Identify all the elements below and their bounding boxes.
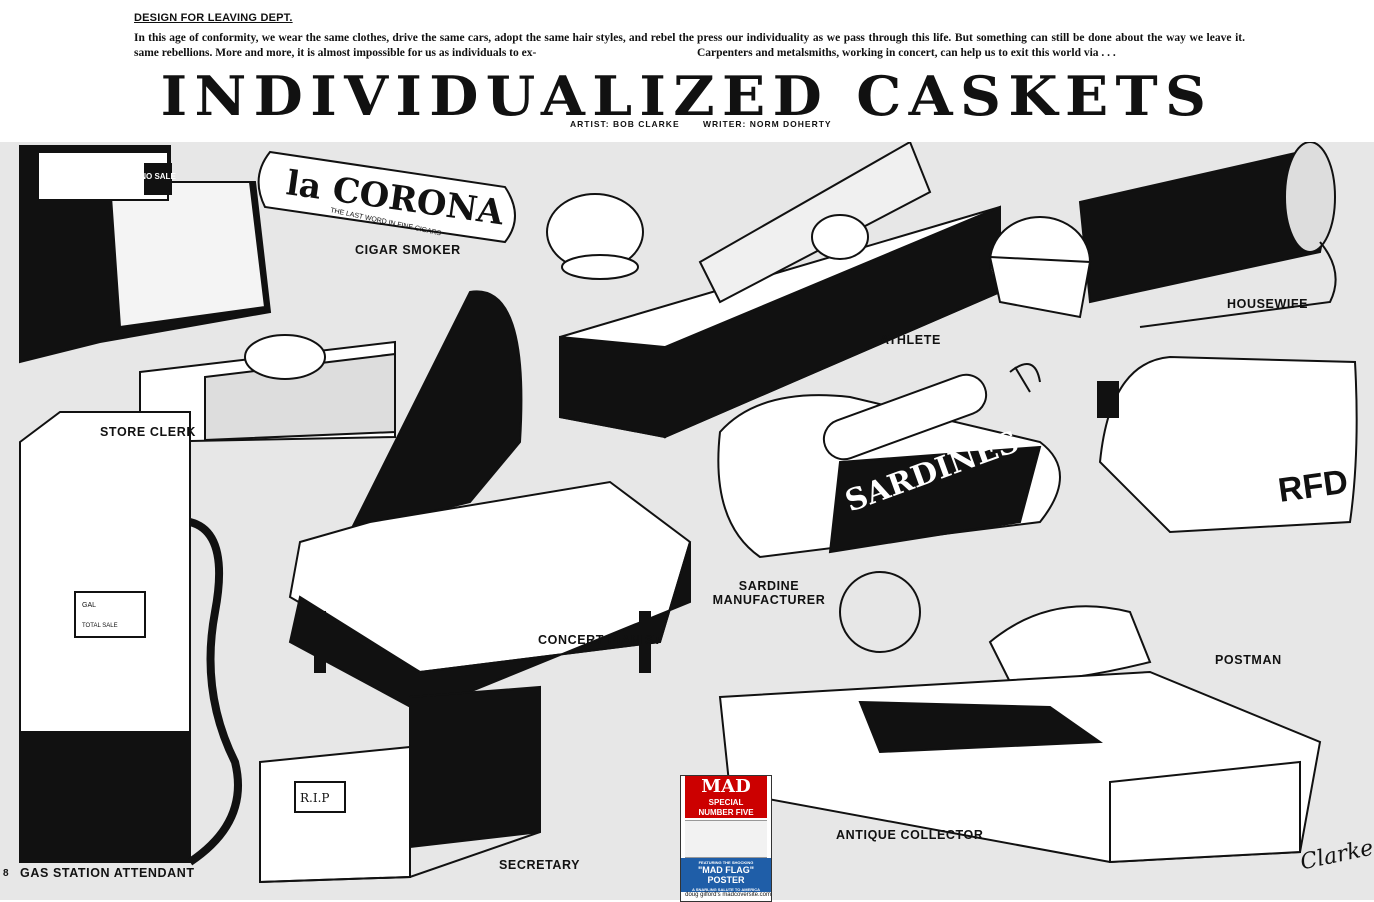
writer-credit: WRITER: NORM DOHERTY [702, 119, 832, 129]
sardine-can-casket: SARDINES [717, 363, 1061, 559]
cover-faces-illustration [685, 820, 767, 858]
illustration-panel: NO SALE la CORONA THE LAST WORD IN FINE … [0, 142, 1374, 900]
vacuum-casket [988, 142, 1337, 328]
file-cabinet-casket: R.I.P [259, 685, 541, 884]
label-postman: POSTMAN [1215, 653, 1282, 667]
locker-casket [559, 142, 1001, 439]
cover-issue-number: NUMBER FIVE [698, 808, 754, 817]
article-title: INDIVIDUALIZED CASKETS [160, 64, 1214, 128]
intro-text-right: press our individuality as we pass throu… [697, 32, 1245, 59]
total-sale-label: TOTAL SALE [82, 623, 118, 629]
cover-featuring: FEATURING THE SHOCKING [698, 860, 754, 865]
page-number: 8 [3, 868, 9, 879]
gal-label: GAL [82, 602, 96, 609]
cover-poster-title: "MAD FLAG" POSTER [697, 865, 755, 885]
cover-mad-logo: MAD [685, 776, 767, 798]
department-heading: DESIGN FOR LEAVING DEPT. [134, 12, 293, 24]
caskets-illustration: NO SALE la CORONA THE LAST WORD IN FINE … [19, 142, 1358, 884]
label-cigar-smoker: CIGAR SMOKER [355, 243, 461, 257]
cover-site-author: doug gilford's [685, 892, 721, 898]
cigar-tube-casket: la CORONA THE LAST WORD IN FINE CIGARS [257, 150, 644, 280]
intro-text-left: In this age of conformity, we wear the s… [134, 32, 694, 59]
label-sardine-manufacturer: SARDINE MANUFACTURER [709, 579, 829, 607]
cover-poster-tagline: A SNARLING SALUTE TO AMERICA [691, 887, 761, 892]
label-athlete: ATHLETE [880, 333, 941, 347]
piano-casket [288, 290, 692, 743]
cover-poster-banner: FEATURING THE SHOCKING "MAD FLAG" POSTER… [681, 858, 771, 892]
sardine-line-2: MANUFACTURER [712, 593, 826, 607]
cover-site-credit: doug gilford's madcoversite.com [681, 892, 771, 901]
label-gas-station-attendant: GAS STATION ATTENDANT [20, 866, 195, 880]
mailbox-casket: RFD [988, 355, 1358, 684]
label-concert-pianist: CONCERT PIANIST [538, 633, 662, 647]
label-housewife: HOUSEWIFE [1227, 297, 1309, 311]
mad-special-cover-thumbnail[interactable]: MAD SPECIAL NUMBER FIVE FEATURING THE SH… [680, 775, 772, 902]
cover-special: SPECIAL NUMBER FIVE [685, 798, 767, 818]
sardine-line-1: SARDINE [738, 579, 800, 593]
label-store-clerk: STORE CLERK [100, 425, 196, 439]
cover-special-title: SPECIAL [708, 798, 744, 807]
article-header: DESIGN FOR LEAVING DEPT. In this age of … [0, 0, 1374, 142]
grandfather-clock-casket [718, 571, 1322, 864]
no-sale-sign: NO SALE [140, 172, 176, 181]
label-secretary: SECRETARY [499, 858, 581, 872]
credits: ARTIST: BOB CLARKE WRITER: NORM DOHERTY [570, 119, 852, 129]
gas-pump-casket: GAL TOTAL SALE [19, 411, 242, 866]
rip-label: R.I.P [300, 791, 329, 805]
label-antique-collector: ANTIQUE COLLECTOR [836, 828, 984, 842]
artist-credit: ARTIST: BOB CLARKE [570, 119, 680, 129]
cover-site-url: madcoversite.com [722, 892, 771, 898]
